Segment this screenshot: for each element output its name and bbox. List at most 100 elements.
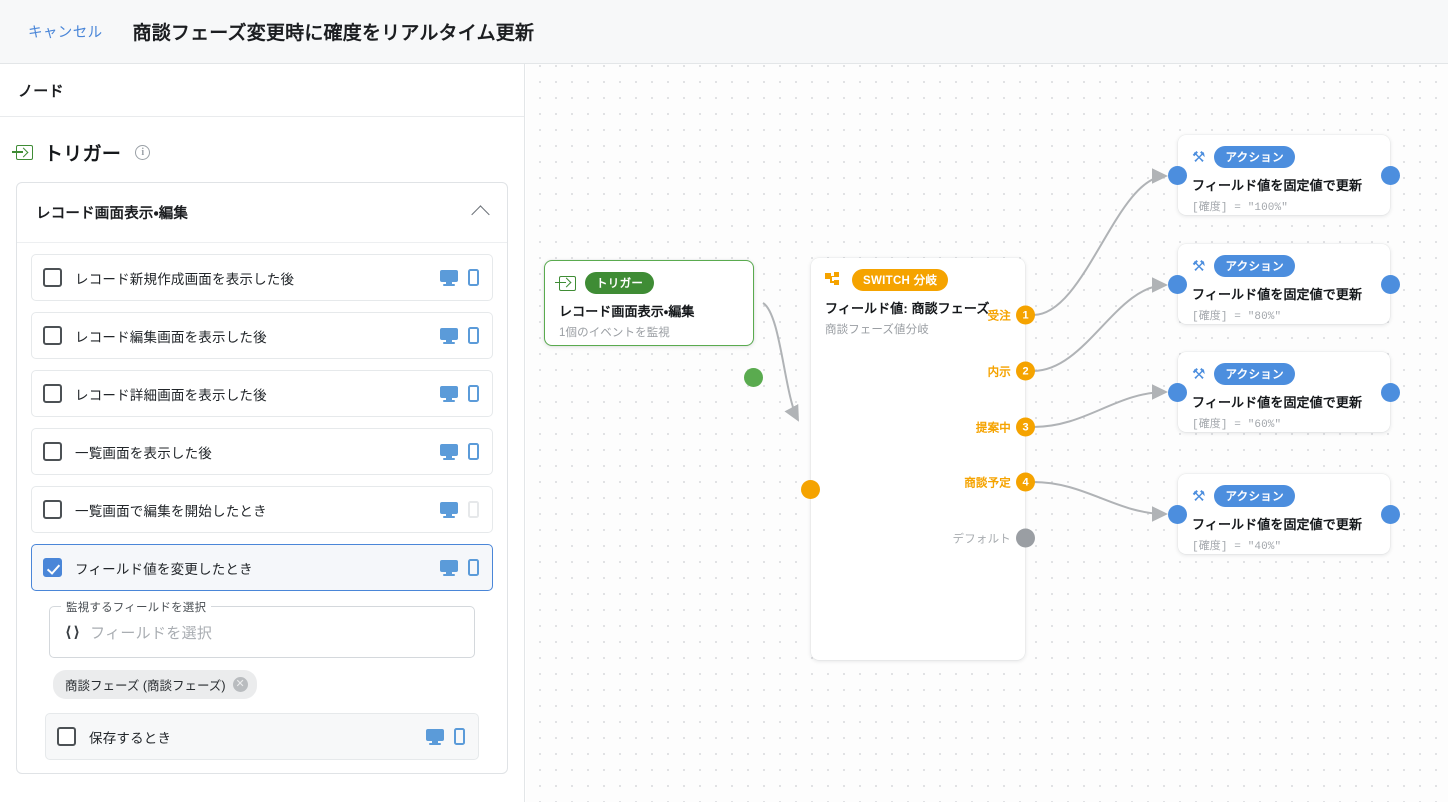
- action-2-output-port[interactable]: [1381, 275, 1400, 294]
- trigger-option-list: レコード新規作成画面を表示した後 レコード編集画面を表示した後 レコード詳細画面…: [17, 243, 507, 773]
- desktop-icon-1: [440, 327, 458, 344]
- action-2-input-port[interactable]: [1168, 275, 1187, 294]
- trigger-node-subtitle: 1個のイベントを監視: [559, 327, 670, 339]
- trigger-option-label-5: フィールド値を変更したとき: [75, 561, 253, 577]
- checkbox-1[interactable]: [43, 326, 62, 345]
- field-chip[interactable]: 商談フェーズ (商談フェーズ) ✕: [53, 670, 257, 699]
- switch-branch-1[interactable]: 内示 2: [988, 361, 1035, 381]
- action-3-badge: アクション: [1214, 363, 1295, 385]
- trigger-group-card: レコード画面表示・編集 レコード新規作成画面を表示した後 レコード編集画面を表示…: [16, 182, 508, 774]
- checkbox-4[interactable]: [43, 500, 62, 519]
- switch-input-port[interactable]: [801, 480, 820, 499]
- app-header: キャンセル 商談フェーズ変更時に確度をリアルタイム更新: [0, 0, 1448, 64]
- action-1-input-port[interactable]: [1168, 166, 1187, 185]
- node-action-2[interactable]: ⚒ アクション フィールド値を固定値で更新 [確度] = "80%": [1168, 244, 1400, 324]
- trigger-group-header[interactable]: レコード画面表示・編集: [17, 183, 507, 243]
- trigger-login-icon: [12, 145, 33, 160]
- action-1-output-port[interactable]: [1381, 166, 1400, 185]
- action-2-title: フィールド値を固定値で更新: [1192, 287, 1363, 302]
- switch-badge: SWITCH 分岐: [852, 269, 949, 291]
- cancel-button[interactable]: キャンセル: [26, 17, 105, 46]
- checkbox-5[interactable]: [43, 558, 62, 577]
- desktop-icon-4: [440, 501, 458, 518]
- trigger-option-row-3[interactable]: 一覧画面を表示した後: [31, 428, 493, 475]
- checkbox-2[interactable]: [43, 384, 62, 403]
- page-title: 商談フェーズ変更時に確度をリアルタイム更新: [132, 23, 535, 44]
- device-icons-2: [440, 385, 479, 402]
- chevron-up-icon[interactable]: [471, 205, 490, 224]
- trigger-section-header: トリガー i: [0, 117, 524, 182]
- action-3-title: フィールド値を固定値で更新: [1192, 395, 1363, 410]
- wrench-icon: ⚒: [1192, 365, 1206, 383]
- action-1-badge: アクション: [1214, 146, 1295, 168]
- node-trigger[interactable]: トリガー レコード画面表示・編集 1個のイベントを監視: [544, 260, 763, 387]
- mobile-icon-4: [468, 501, 479, 518]
- trigger-option-row-5[interactable]: フィールド値を変更したとき: [31, 544, 493, 591]
- action-2-expression: [確度] = "80%": [1192, 311, 1282, 323]
- panel-header: ノード: [0, 64, 524, 117]
- action-4-output-port[interactable]: [1381, 505, 1400, 524]
- trigger-option-row-save[interactable]: 保存するとき: [45, 713, 479, 760]
- trigger-option-label-3: 一覧画面を表示した後: [75, 445, 212, 461]
- trigger-option-label-4: 一覧画面で編集を開始したとき: [75, 503, 267, 519]
- switch-branch-0[interactable]: 受注 1: [988, 305, 1035, 325]
- desktop-icon-0: [440, 269, 458, 286]
- action-4-input-port[interactable]: [1168, 505, 1187, 524]
- node-config-panel: ノード トリガー i レコード画面表示・編集 レコード新規作成画面を表示した後 …: [0, 64, 525, 802]
- action-3-header: ⚒ アクション: [1178, 352, 1390, 385]
- node-switch[interactable]: SWITCH 分岐 フィールド値: 商談フェーズ 商談フェーズ値分岐 受注 1 …: [801, 258, 1035, 660]
- close-circle-icon[interactable]: ✕: [232, 677, 248, 692]
- selected-field-chips: 商談フェーズ (商談フェーズ) ✕: [31, 658, 493, 699]
- trigger-node-header: トリガー: [545, 261, 753, 294]
- device-icons-0: [440, 269, 479, 286]
- switch-branch-3[interactable]: 商談予定 4: [964, 472, 1035, 492]
- trigger-option-label-2: レコード詳細画面を表示した後: [75, 387, 267, 403]
- switch-branch-port-default[interactable]: [1016, 528, 1035, 548]
- action-2-badge: アクション: [1214, 255, 1295, 277]
- switch-branch-port-0[interactable]: 1: [1016, 305, 1035, 325]
- switch-branch-default[interactable]: デフォルト: [953, 528, 1035, 548]
- action-4-badge: アクション: [1214, 485, 1295, 507]
- switch-node-subtitle: 商談フェーズ値分岐: [825, 324, 929, 336]
- switch-branch-port-1[interactable]: 2: [1016, 361, 1035, 381]
- trigger-output-port[interactable]: [744, 368, 763, 387]
- checkbox-save[interactable]: [57, 727, 76, 746]
- node-action-4[interactable]: ⚒ アクション フィールド値を固定値で更新 [確度] = "40%": [1168, 474, 1400, 554]
- wrench-icon: ⚒: [1192, 148, 1206, 166]
- desktop-icon-2: [440, 385, 458, 402]
- trigger-option-row-0[interactable]: レコード新規作成画面を表示した後: [31, 254, 493, 301]
- desktop-icon-5: [440, 559, 458, 576]
- trigger-option-row-2[interactable]: レコード詳細画面を表示した後: [31, 370, 493, 417]
- device-icons-3: [440, 443, 479, 460]
- action-3-input-port[interactable]: [1168, 383, 1187, 402]
- trigger-option-label-1: レコード編集画面を表示した後: [75, 329, 267, 345]
- switch-branch-port-3[interactable]: 4: [1016, 472, 1035, 492]
- switch-branch-2[interactable]: 提案中 3: [976, 417, 1035, 437]
- panel-title: ノード: [18, 82, 64, 100]
- checkbox-3[interactable]: [43, 442, 62, 461]
- flow-canvas[interactable]: トリガー レコード画面表示・編集 1個のイベントを監視 SWITCH 分岐 フィ…: [526, 64, 1448, 802]
- switch-branch-label-3: 商談予定: [964, 477, 1011, 489]
- node-action-1[interactable]: ⚒ アクション フィールド値を固定値で更新 [確度] = "100%": [1168, 135, 1400, 215]
- switch-node-header: SWITCH 分岐: [811, 258, 1025, 291]
- trigger-option-row-4[interactable]: 一覧画面で編集を開始したとき: [31, 486, 493, 533]
- action-4-title: フィールド値を固定値で更新: [1192, 517, 1363, 532]
- field-picker[interactable]: 監視するフィールドを選択 ⟨⟩ フィールドを選択: [49, 599, 475, 658]
- node-action-3[interactable]: ⚒ アクション フィールド値を固定値で更新 [確度] = "60%": [1168, 352, 1400, 432]
- field-picker-wrap: 監視するフィールドを選択 ⟨⟩ フィールドを選択: [31, 599, 493, 658]
- wrench-icon: ⚒: [1192, 487, 1206, 505]
- trigger-option-row-1[interactable]: レコード編集画面を表示した後: [31, 312, 493, 359]
- info-icon[interactable]: i: [135, 145, 151, 160]
- field-chip-label: 商談フェーズ (商談フェーズ): [65, 679, 226, 693]
- trigger-group-title: レコード画面表示・編集: [36, 206, 189, 222]
- trigger-badge: トリガー: [585, 272, 655, 294]
- switch-branch-port-2[interactable]: 3: [1016, 417, 1035, 437]
- action-4-expression: [確度] = "40%": [1192, 541, 1282, 553]
- action-2-header: ⚒ アクション: [1178, 244, 1390, 277]
- switch-node-title: フィールド値: 商談フェーズ: [825, 301, 990, 316]
- checkbox-0[interactable]: [43, 268, 62, 287]
- mobile-icon-3: [468, 443, 479, 460]
- device-icons-save: [426, 728, 465, 745]
- switch-branch-icon: [825, 272, 843, 288]
- action-3-output-port[interactable]: [1381, 383, 1400, 402]
